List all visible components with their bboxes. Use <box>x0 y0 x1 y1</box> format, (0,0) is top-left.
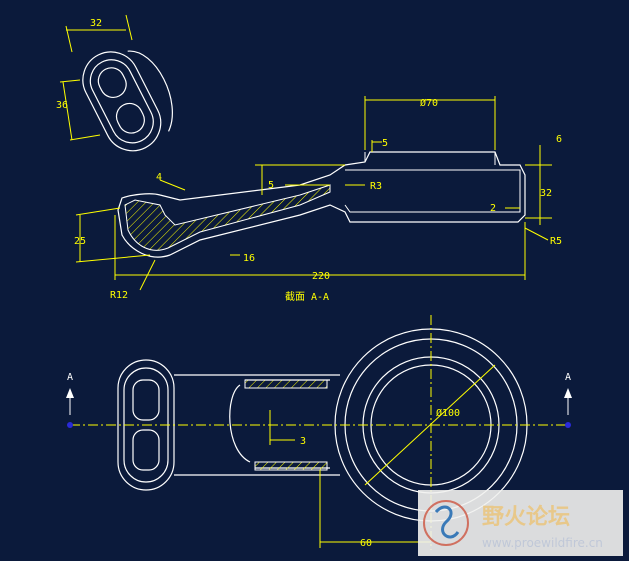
dim-wall-16: 16 <box>243 253 255 264</box>
section-view-dimensions <box>75 96 552 291</box>
dim-step-5: 5 <box>382 138 388 149</box>
dim-right-6: 6 <box>556 134 562 145</box>
dim-thickness-4: 4 <box>156 172 162 183</box>
dim-height-25: 25 <box>74 236 86 247</box>
dim-height-32: 32 <box>540 188 552 199</box>
dim-radius-r5: R5 <box>550 236 562 247</box>
watermark-name: 野火论坛 <box>482 504 570 530</box>
dim-top-height: 36 <box>56 100 68 111</box>
dim-radius-r3: R3 <box>370 181 382 192</box>
dim-length-220: 220 <box>312 271 330 282</box>
dim-diameter-70: Ø70 <box>420 97 438 109</box>
dim-distance-60: 60 <box>360 538 372 549</box>
section-marker-right: A <box>564 372 572 428</box>
dim-offset-5: 5 <box>268 180 274 191</box>
dim-wall-2: 2 <box>490 203 496 214</box>
section-view <box>117 151 526 258</box>
watermark: 野火论坛 www.proewildfire.cn <box>418 490 623 556</box>
centerlines <box>70 315 570 550</box>
plan-view-dimensions <box>269 364 496 548</box>
top-end-view <box>82 50 173 152</box>
watermark-logo-icon <box>423 500 469 546</box>
plan-hatch-top <box>244 379 328 389</box>
section-label: 截面 A-A <box>285 290 329 303</box>
svg-text:A: A <box>565 372 571 383</box>
dim-depth-3: 3 <box>300 436 306 447</box>
top-end-view-dimensions <box>59 14 133 141</box>
svg-text:A: A <box>67 372 73 383</box>
watermark-url: www.proewildfire.cn <box>482 536 603 550</box>
dim-radius-r12: R12 <box>110 290 128 301</box>
plan-hatch-bottom <box>254 461 328 471</box>
section-marker-left: A <box>66 372 74 428</box>
dim-diameter-100: Ø100 <box>436 407 460 419</box>
dim-top-width: 32 <box>90 18 102 29</box>
